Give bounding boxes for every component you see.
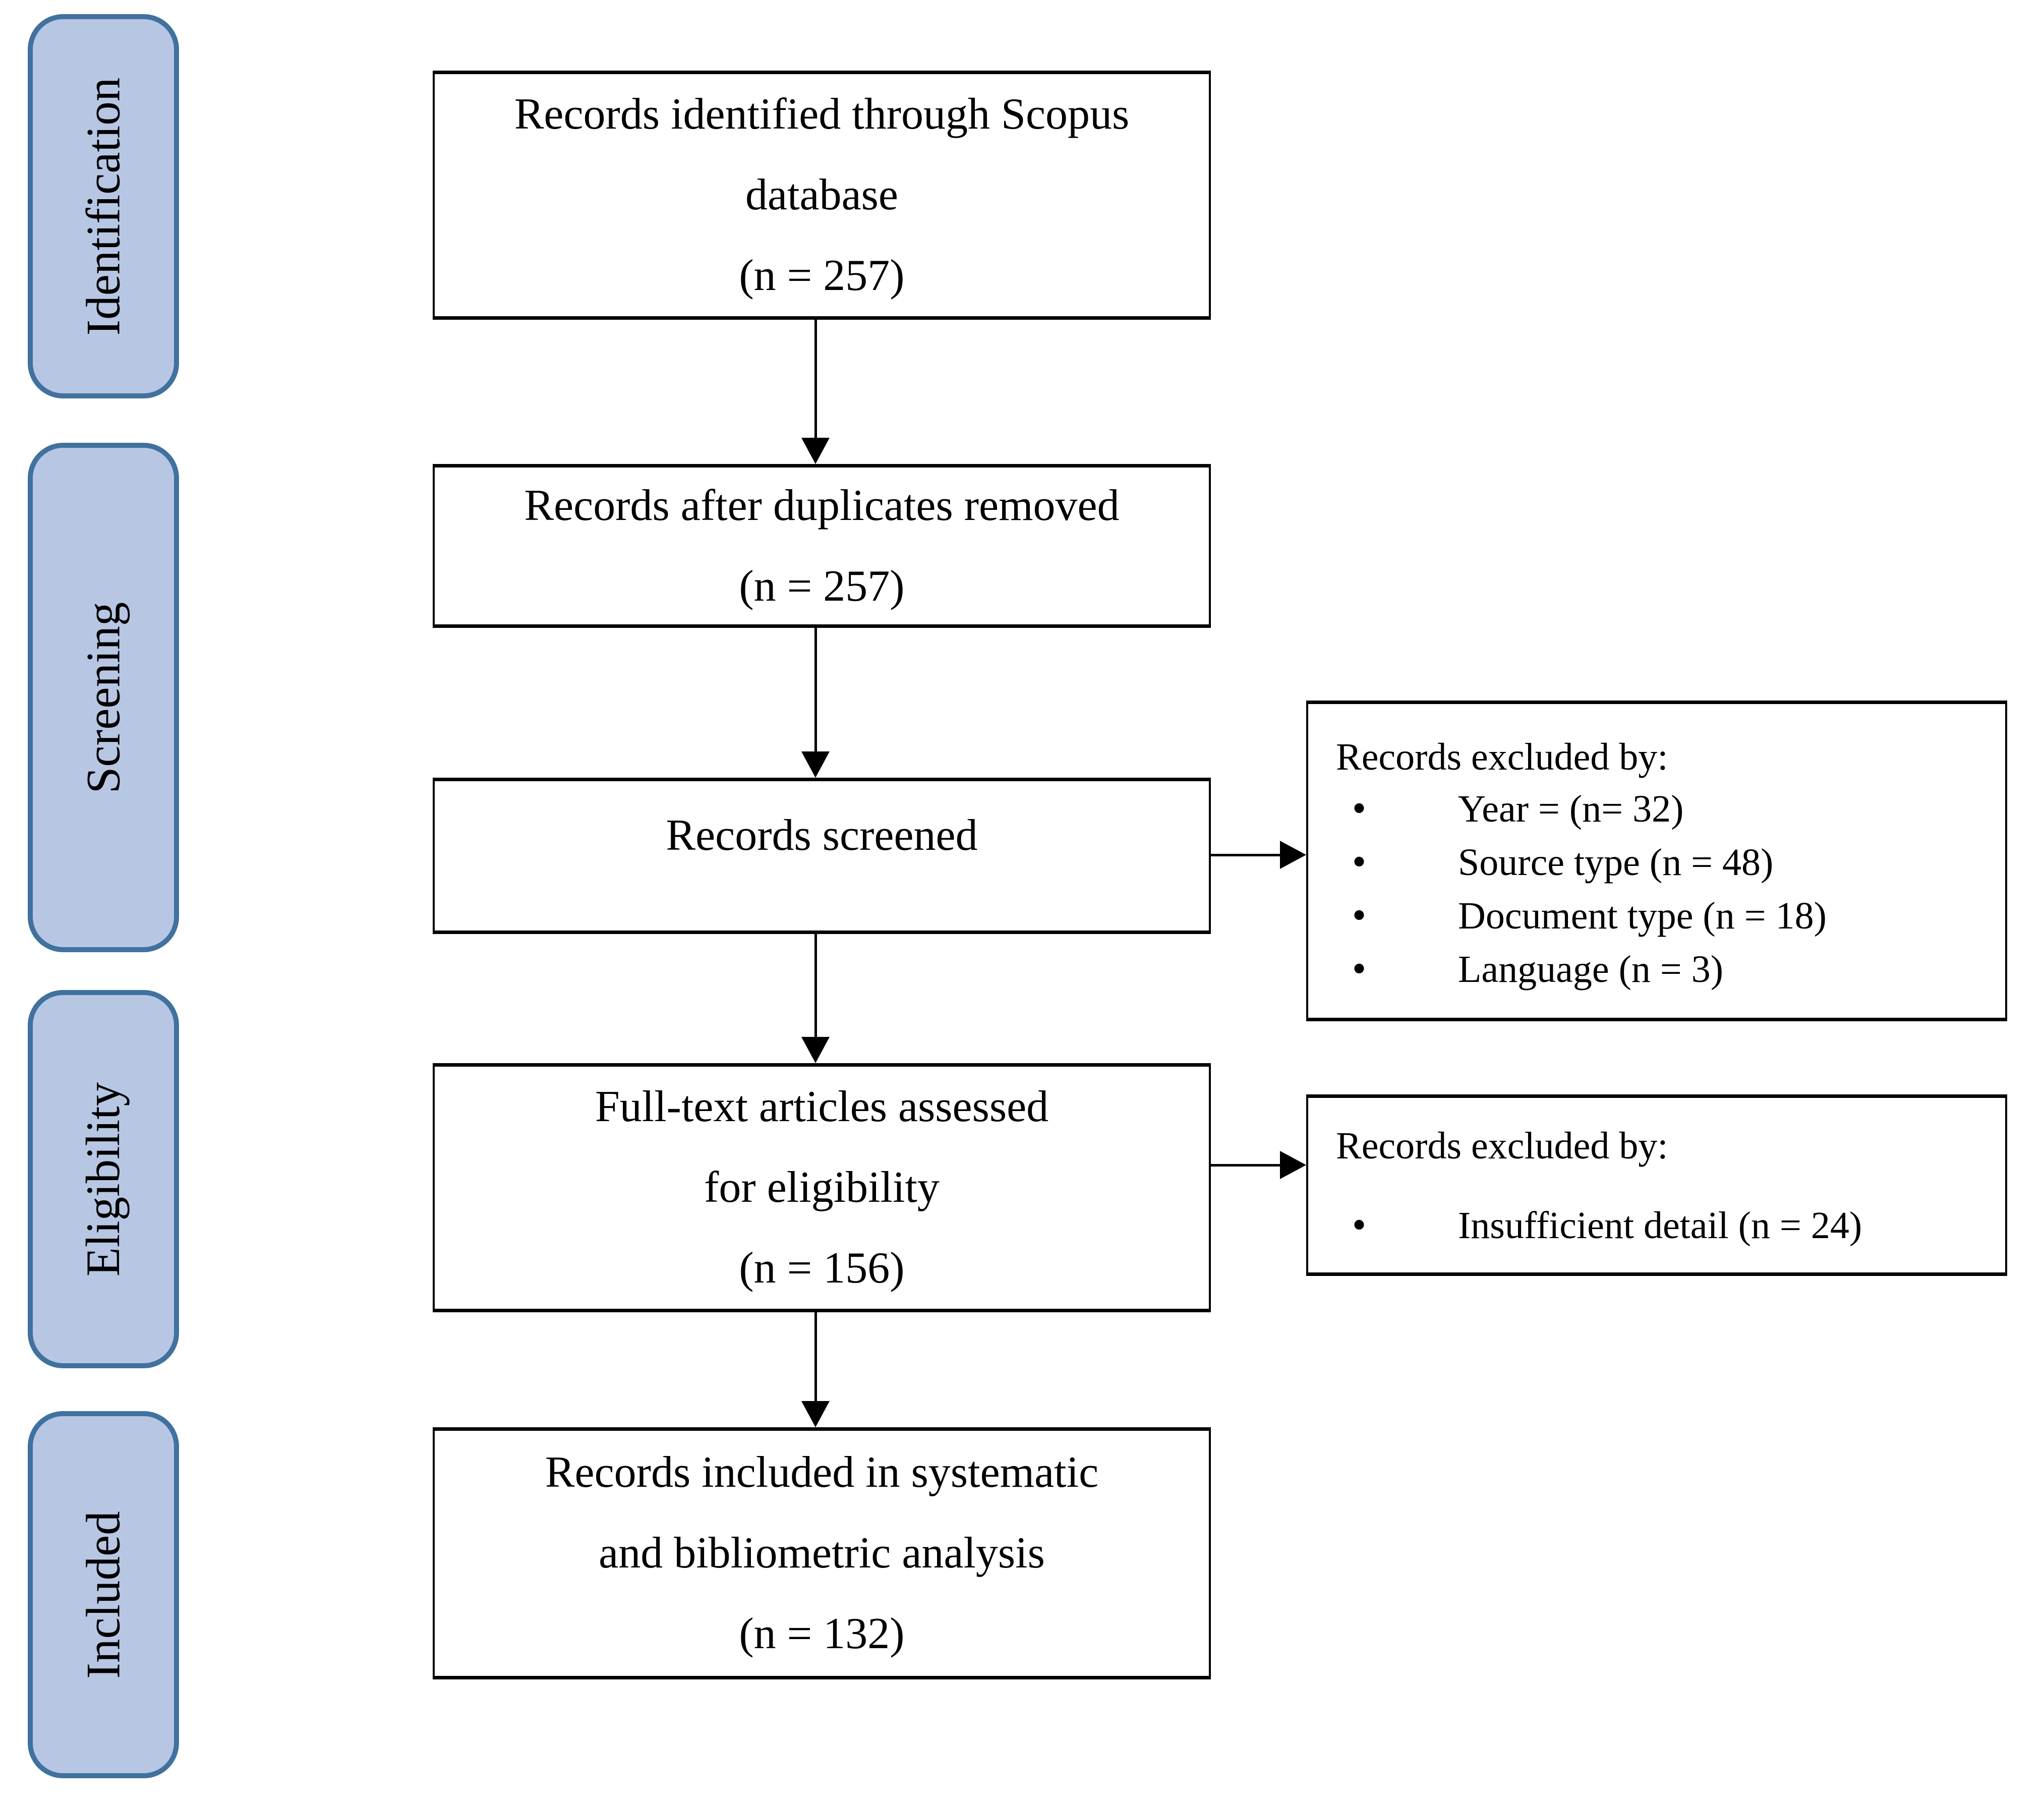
- box-excluded-screening: Records excluded by: • Year = (n= 32) • …: [1306, 701, 2007, 1021]
- exclusion-bullet-text: Year = (n= 32): [1458, 788, 1684, 830]
- exclusion-title: Records excluded by:: [1336, 1125, 1668, 1167]
- box-line: (n = 257): [739, 561, 905, 611]
- box-line: and bibliometric analysis: [599, 1529, 1045, 1578]
- stage-label-identification: Identification: [28, 14, 179, 398]
- bullet-icon: •: [1352, 786, 1367, 831]
- arrow-dedup-to-screened-head-icon: [801, 751, 830, 778]
- exclusion-bullet-text: Source type (n = 48): [1458, 841, 1774, 884]
- box-fulltext-assessed: Full-text articles assessed for eligibil…: [433, 1063, 1211, 1312]
- box-line: Full-text articles assessed: [595, 1082, 1049, 1131]
- exclusion-bullet-row: • Year = (n= 32): [1336, 782, 1995, 836]
- box-line: for eligibility: [704, 1163, 940, 1212]
- arrow-fulltext-to-included-head-icon: [801, 1401, 830, 1427]
- box-line: Records after duplicates removed: [524, 481, 1120, 530]
- box-records-included: Records included in systematic and bibli…: [433, 1427, 1211, 1679]
- box-line: Records included in systematic: [545, 1448, 1099, 1497]
- bullet-icon: •: [1352, 893, 1367, 938]
- exclusion-bullet-row: • Language (n = 3): [1336, 943, 1995, 996]
- bullet-icon: •: [1352, 840, 1367, 884]
- box-records-screened: Records screened: [433, 778, 1211, 934]
- box-line: (n = 132): [739, 1609, 905, 1658]
- stage-label-included-text: Included: [76, 1510, 130, 1679]
- box-line: (n = 156): [739, 1244, 905, 1293]
- exclusion-title: Records excluded by:: [1336, 736, 1668, 778]
- box-line: Records screened: [666, 811, 978, 860]
- stage-label-eligibility-text: Eligibility: [76, 1082, 130, 1276]
- bullet-icon: •: [1352, 947, 1367, 991]
- arrow-screened-to-excluded-line: [1211, 854, 1280, 856]
- arrow-screened-to-fulltext-line: [814, 934, 817, 1037]
- stage-label-screening-text: Screening: [76, 602, 130, 793]
- exclusion-bullet-text: Document type (n = 18): [1458, 895, 1827, 937]
- arrow-identified-to-dedup-line: [814, 319, 817, 438]
- box-excluded-eligibility: Records excluded by: • Insufficient deta…: [1306, 1094, 2007, 1276]
- stage-label-identification-text: Identification: [76, 77, 130, 335]
- box-line: Records identified through Scopus: [514, 90, 1130, 139]
- arrow-dedup-to-screened-line: [814, 628, 817, 751]
- box-records-identified: Records identified through Scopus databa…: [433, 71, 1211, 320]
- exclusion-bullet-row: • Insufficient detail (n = 24): [1336, 1199, 1995, 1252]
- box-duplicates-removed: Records after duplicates removed (n = 25…: [433, 464, 1211, 628]
- box-line: (n = 257): [739, 251, 905, 300]
- exclusion-bullet-row: • Document type (n = 18): [1336, 889, 1995, 943]
- bullet-icon: •: [1352, 1203, 1367, 1247]
- arrow-screened-to-fulltext-head-icon: [801, 1037, 830, 1063]
- exclusion-bullet-text: Insufficient detail (n = 24): [1458, 1204, 1862, 1247]
- arrow-screened-to-excluded-head-icon: [1280, 841, 1306, 869]
- exclusion-bullet-text: Language (n = 3): [1458, 948, 1724, 991]
- arrow-identified-to-dedup-head-icon: [801, 438, 830, 464]
- stage-label-eligibility: Eligibility: [28, 990, 179, 1368]
- arrow-fulltext-to-excluded-line: [1211, 1164, 1280, 1167]
- box-line: database: [745, 170, 898, 219]
- arrow-fulltext-to-excluded-head-icon: [1280, 1151, 1306, 1179]
- stage-label-included: Included: [28, 1411, 179, 1778]
- exclusion-bullet-row: • Source type (n = 48): [1336, 836, 1995, 889]
- arrow-fulltext-to-included-line: [814, 1312, 817, 1401]
- stage-label-screening: Screening: [28, 443, 179, 952]
